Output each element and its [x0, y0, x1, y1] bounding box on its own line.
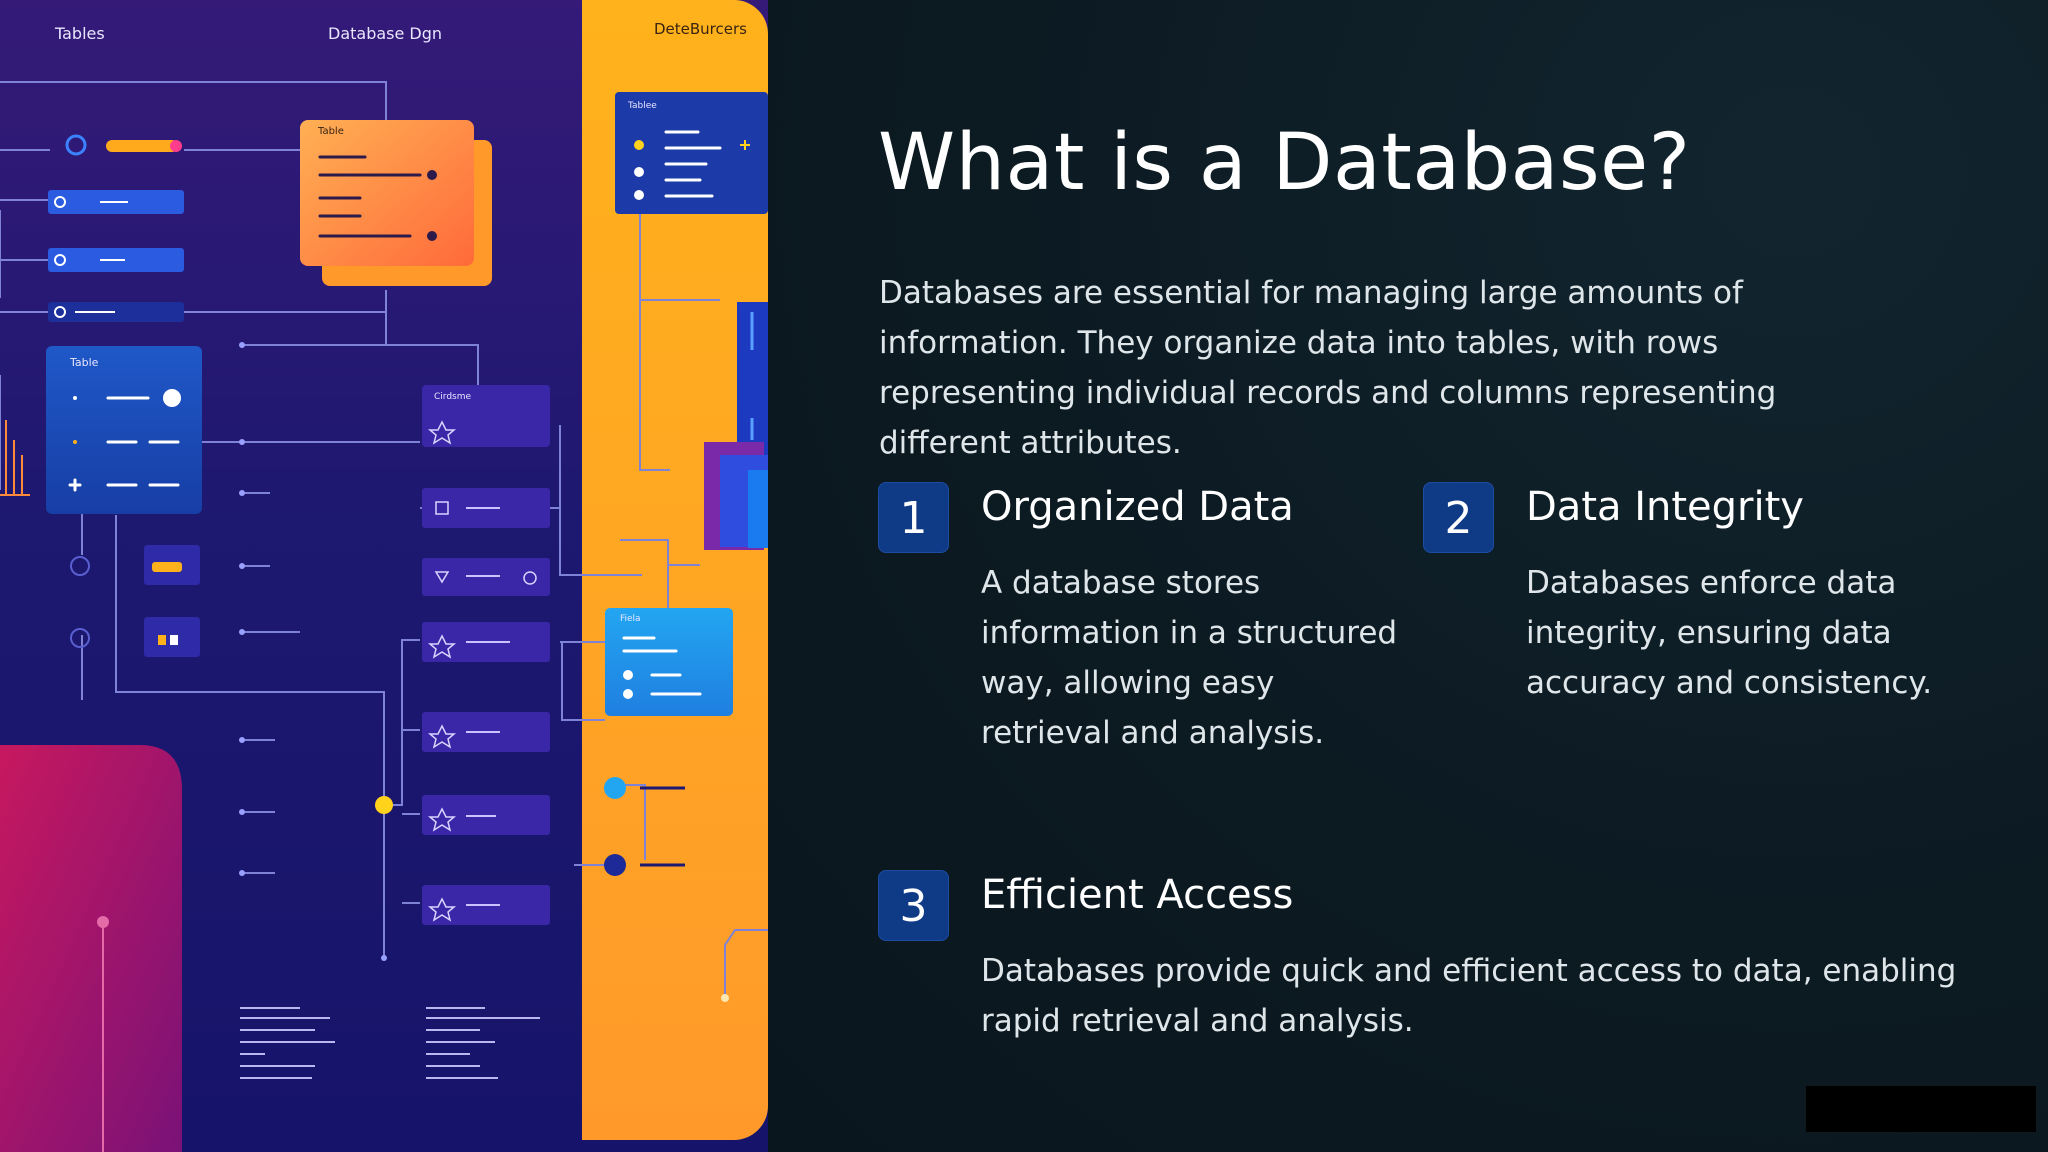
illustration-header-label: Tables [55, 24, 105, 43]
content-panel: What is a Database? Databases are essent… [768, 0, 2048, 1152]
cyan-card [605, 608, 733, 716]
feature-description: Databases provide quick and efficient ac… [981, 953, 1957, 1039]
number-badge: 2 [1423, 482, 1494, 553]
orange-table-card [300, 120, 474, 266]
illustration-card-label: Table [70, 356, 99, 369]
blue-list-card [615, 92, 768, 214]
orange-panel [582, 0, 768, 1140]
number-badge: 1 [878, 482, 949, 553]
feature-description: Databases enforce data integrity, ensuri… [1526, 565, 1933, 701]
feature-title: Organized Data [981, 484, 1294, 530]
pink-shape [0, 745, 182, 1152]
illustration-graphic [0, 0, 768, 1152]
illustration-card-label: Tablee [628, 101, 657, 111]
feature-description: A database stores information in a struc… [981, 565, 1398, 751]
blue-table-card [46, 346, 202, 514]
feature-title: Data Integrity [1526, 484, 1804, 530]
intro-paragraph: Databases are essential for managing lar… [879, 275, 1777, 461]
illustration-card-label: Table [318, 126, 344, 137]
illustration-card-label: Fiela [620, 614, 641, 624]
illustration-card-label: Cirdsme [434, 392, 472, 402]
feature-title: Efficient Access [981, 872, 1294, 918]
purple-card [422, 385, 550, 447]
page-title: What is a Database? [878, 118, 1691, 208]
number-badge: 3 [878, 870, 949, 941]
database-illustration: Tables Database Dgn DeteBurcers Table Ta… [0, 0, 768, 1152]
illustration-header-label: Database Dgn [328, 24, 443, 43]
corner-overlay [1806, 1086, 2036, 1132]
illustration-header-label: DeteBurcers [654, 20, 747, 38]
